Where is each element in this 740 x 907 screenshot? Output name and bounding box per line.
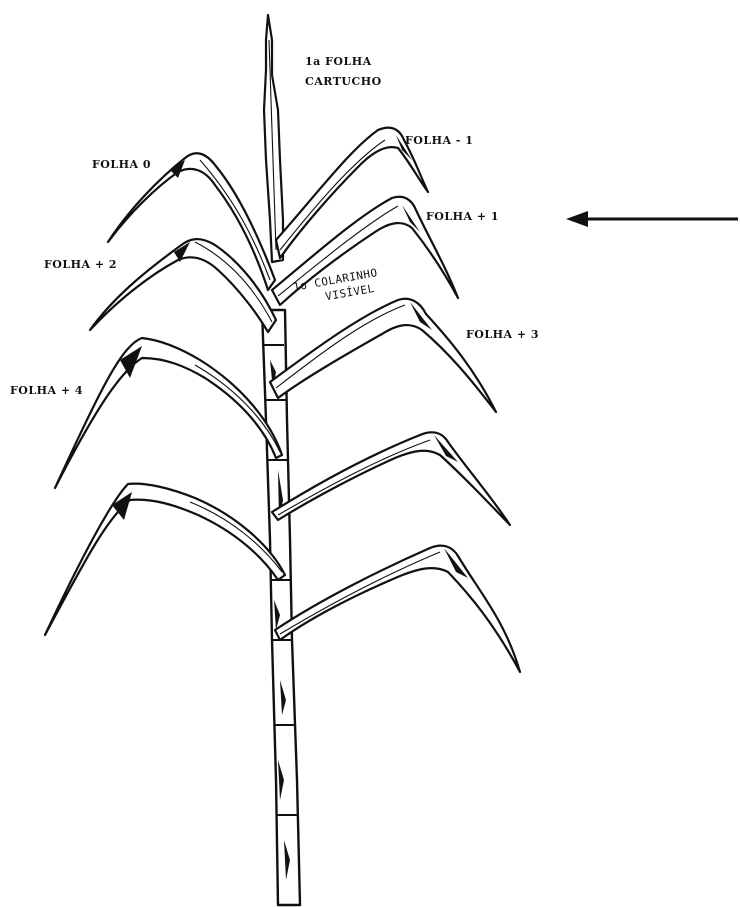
leaf-plus-3 (270, 299, 496, 412)
leaf-plus-4 (55, 338, 282, 488)
stalk (262, 310, 300, 905)
label-folha-mais-3: FOLHA + 3 (466, 328, 539, 341)
pointer-arrow (566, 211, 738, 227)
label-folha-mais-1: FOLHA + 1 (426, 210, 499, 223)
label-folha-mais-4: FOLHA + 4 (10, 384, 83, 397)
leaf-plus-2 (90, 239, 276, 332)
label-folha-0: FOLHA 0 (92, 158, 151, 171)
label-primeira-folha-cartucho: 1a FOLHA CARTUCHO (305, 52, 382, 92)
leaf-lower-right-1 (272, 432, 510, 525)
label-cartucho: CARTUCHO (305, 72, 382, 92)
leaf-lower-left-1 (45, 484, 285, 635)
spindle-leaf (264, 15, 283, 262)
label-primeira-folha: 1a FOLHA (305, 52, 382, 72)
leaf-0 (108, 153, 275, 290)
label-folha-menos-1: FOLHA - 1 (405, 134, 473, 147)
leaf-lower-right-2 (275, 546, 520, 672)
label-folha-mais-2: FOLHA + 2 (44, 258, 117, 271)
